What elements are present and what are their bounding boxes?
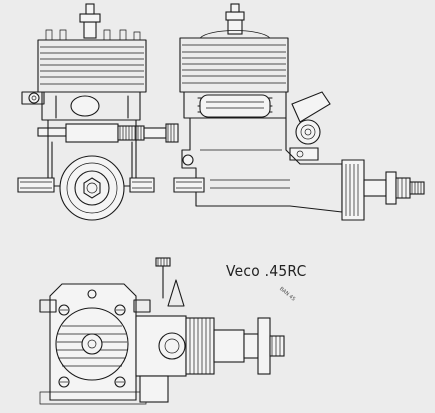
front-cylinder-body [41, 91, 141, 121]
front-glow-plug [79, 3, 101, 39]
rear-head-fins [55, 307, 129, 381]
front-mounting-lugs [17, 177, 155, 193]
front-view [17, 3, 179, 221]
side-cylinder [183, 91, 287, 119]
rear-bolts [58, 289, 126, 388]
rear-front-housing [185, 317, 245, 375]
front-needle-bracket [21, 91, 45, 105]
side-head-fins [179, 30, 289, 93]
side-front-housing [341, 159, 365, 221]
crankcase-stamp: BAN 45 [278, 286, 306, 303]
side-crankcase [181, 117, 343, 213]
side-mounting-lug [173, 177, 205, 193]
front-prop-washer [59, 155, 125, 221]
rear-carburetor [135, 315, 187, 403]
engine-model-title: Veco .45RC [226, 262, 307, 280]
side-carburetor [289, 91, 331, 161]
rear-crankshaft [243, 317, 285, 375]
rear-throttle-arm [155, 257, 185, 307]
front-spray-bar [37, 123, 179, 143]
rear-view [39, 257, 285, 405]
side-crankshaft [363, 171, 425, 205]
side-glow-plug [225, 3, 245, 35]
side-view [173, 3, 425, 221]
front-cylinder-head-fins [37, 29, 147, 93]
